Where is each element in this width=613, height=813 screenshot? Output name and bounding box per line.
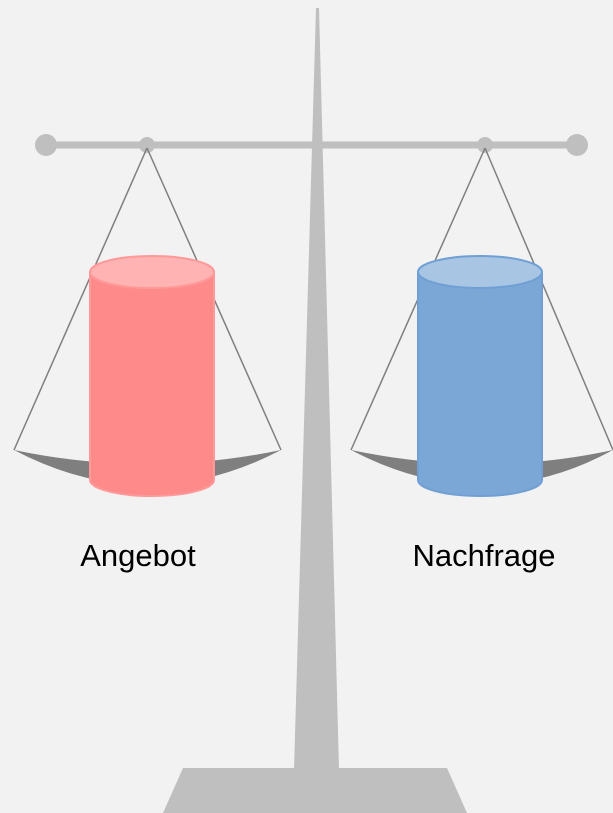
angebot-cylinder-body (89, 271, 215, 497)
right-string-inner (484, 147, 613, 451)
angebot-label: Angebot (80, 538, 196, 573)
nachfrage-cylinder (417, 255, 543, 497)
hook-right (477, 137, 493, 153)
beam-end-left (35, 134, 57, 156)
hook-left (139, 137, 155, 153)
nachfrage-label: Nachfrage (412, 538, 556, 573)
nachfrage-cylinder-body (417, 271, 543, 497)
beam-end-right (566, 134, 588, 156)
scale-base (163, 768, 467, 813)
angebot-cylinder-top (89, 255, 215, 289)
angebot-cylinder (89, 255, 215, 497)
scale-pillar (294, 8, 339, 770)
left-string-outer (13, 147, 148, 451)
nachfrage-cylinder-top (417, 255, 543, 289)
